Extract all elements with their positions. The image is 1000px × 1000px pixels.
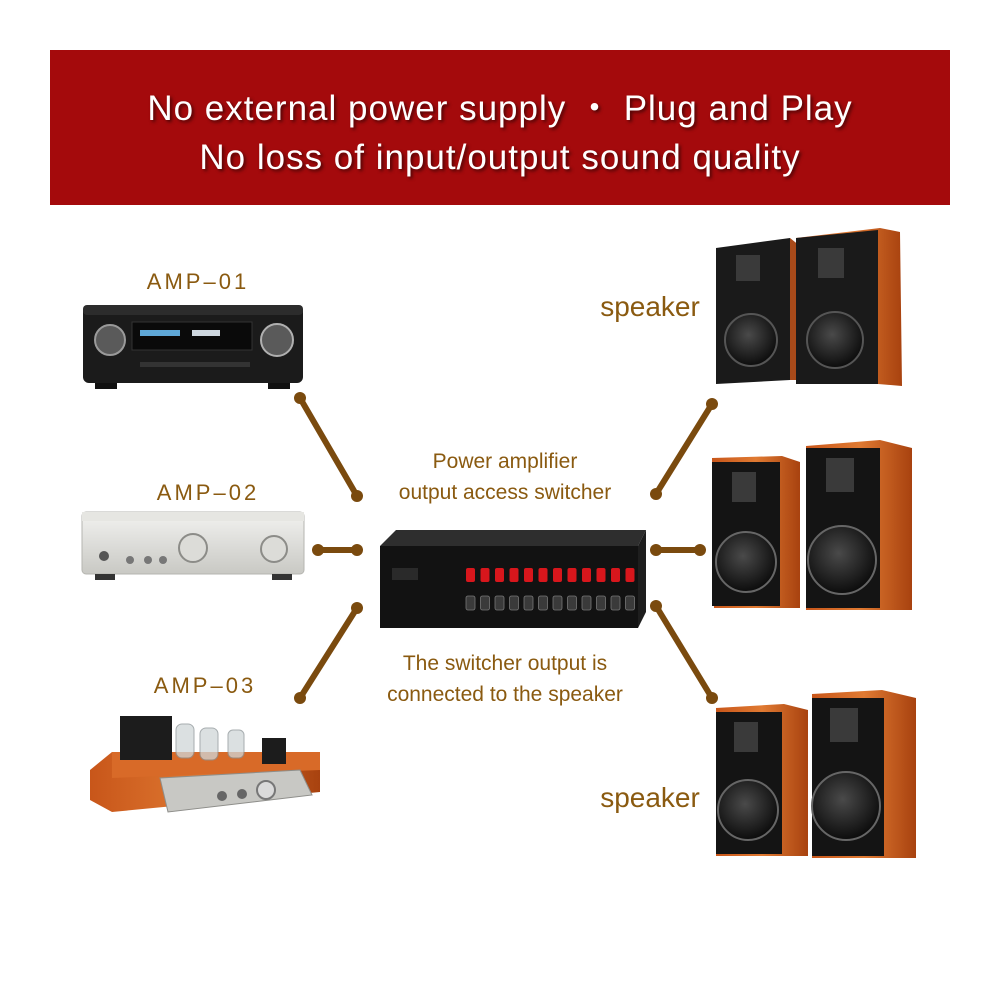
banner-line-2: No loss of input/output sound quality	[199, 138, 801, 177]
connector-speaker-3-start-dot	[650, 600, 662, 612]
red-terminal	[466, 568, 475, 582]
black-terminal	[596, 595, 606, 611]
black-terminal	[494, 595, 505, 611]
red-terminal	[480, 568, 490, 582]
connector-speaker-2	[650, 544, 706, 556]
speaker-label-bottom: speaker	[600, 782, 700, 813]
amp-03-label: AMP–03	[153, 673, 257, 698]
connector-speaker-3-end-dot	[706, 692, 718, 704]
black-terminal	[480, 595, 490, 611]
black-terminal	[538, 595, 548, 611]
headline-banner: No external power supply ・ Plug and Play…	[50, 50, 950, 205]
speaker-pair-2	[712, 440, 912, 610]
connector-lines	[294, 392, 718, 704]
connector-speaker-1-line	[653, 401, 715, 497]
black-terminal	[625, 595, 635, 611]
switcher-output-line-1: The switcher output is	[402, 652, 608, 675]
connector-amp-03	[294, 602, 363, 704]
connector-amp-01	[294, 392, 363, 502]
connector-amp-02-start-dot	[312, 544, 324, 556]
connector-speaker-1	[650, 398, 718, 500]
connector-speaker-3-line	[653, 603, 715, 701]
amp-02-amplifier	[81, 511, 305, 580]
connector-amp-01-line	[297, 395, 360, 499]
connector-amp-03-end-dot	[351, 602, 363, 614]
black-terminal	[581, 595, 592, 611]
red-terminal	[611, 568, 620, 582]
connector-speaker-1-start-dot	[706, 398, 718, 410]
black-terminal	[552, 595, 563, 611]
speaker-label-top: speaker	[600, 291, 700, 322]
black-terminal	[567, 595, 577, 611]
red-terminal	[567, 568, 577, 582]
amp-02-label: AMP–02	[156, 480, 260, 505]
switcher-label-line-2: output access switcher	[398, 481, 612, 504]
amp-01-label: AMP–01	[146, 269, 250, 294]
red-terminal	[538, 568, 548, 582]
amp-03-tube-amplifier	[90, 716, 320, 813]
switcher-label: Power amplifier output access switcher	[360, 446, 650, 508]
red-terminal	[524, 568, 533, 582]
black-terminal	[509, 595, 519, 611]
connector-speaker-1-end-dot	[650, 488, 662, 500]
connector-speaker-3	[650, 600, 718, 704]
speaker-pair-1	[716, 228, 902, 386]
speaker-pair-3	[716, 690, 916, 858]
red-terminal	[596, 568, 606, 582]
switcher-output-line-2: connected to the speaker	[387, 683, 623, 706]
red-terminal	[509, 568, 519, 582]
red-terminal	[582, 568, 591, 582]
red-terminal	[625, 568, 635, 582]
connector-amp-02	[312, 544, 363, 556]
amp-01-receiver	[83, 305, 303, 389]
connector-amp-01-start-dot	[294, 392, 306, 404]
red-terminal	[553, 568, 562, 582]
connector-amp-03-line	[297, 605, 360, 701]
connector-speaker-2-start-dot	[650, 544, 662, 556]
switcher-output-label: The switcher output is connected to the …	[345, 648, 665, 710]
terminal-row	[465, 568, 635, 611]
connector-amp-01-end-dot	[351, 490, 363, 502]
banner-line-1: No external power supply ・ Plug and Play	[147, 89, 853, 128]
connector-amp-02-end-dot	[351, 544, 363, 556]
black-terminal	[610, 595, 621, 611]
red-terminal	[495, 568, 504, 582]
speaker-switcher-box	[380, 530, 646, 628]
black-terminal	[523, 595, 534, 611]
switcher-label-line-1: Power amplifier	[432, 450, 578, 473]
connector-speaker-2-end-dot	[694, 544, 706, 556]
connector-amp-03-start-dot	[294, 692, 306, 704]
black-terminal	[465, 595, 476, 611]
